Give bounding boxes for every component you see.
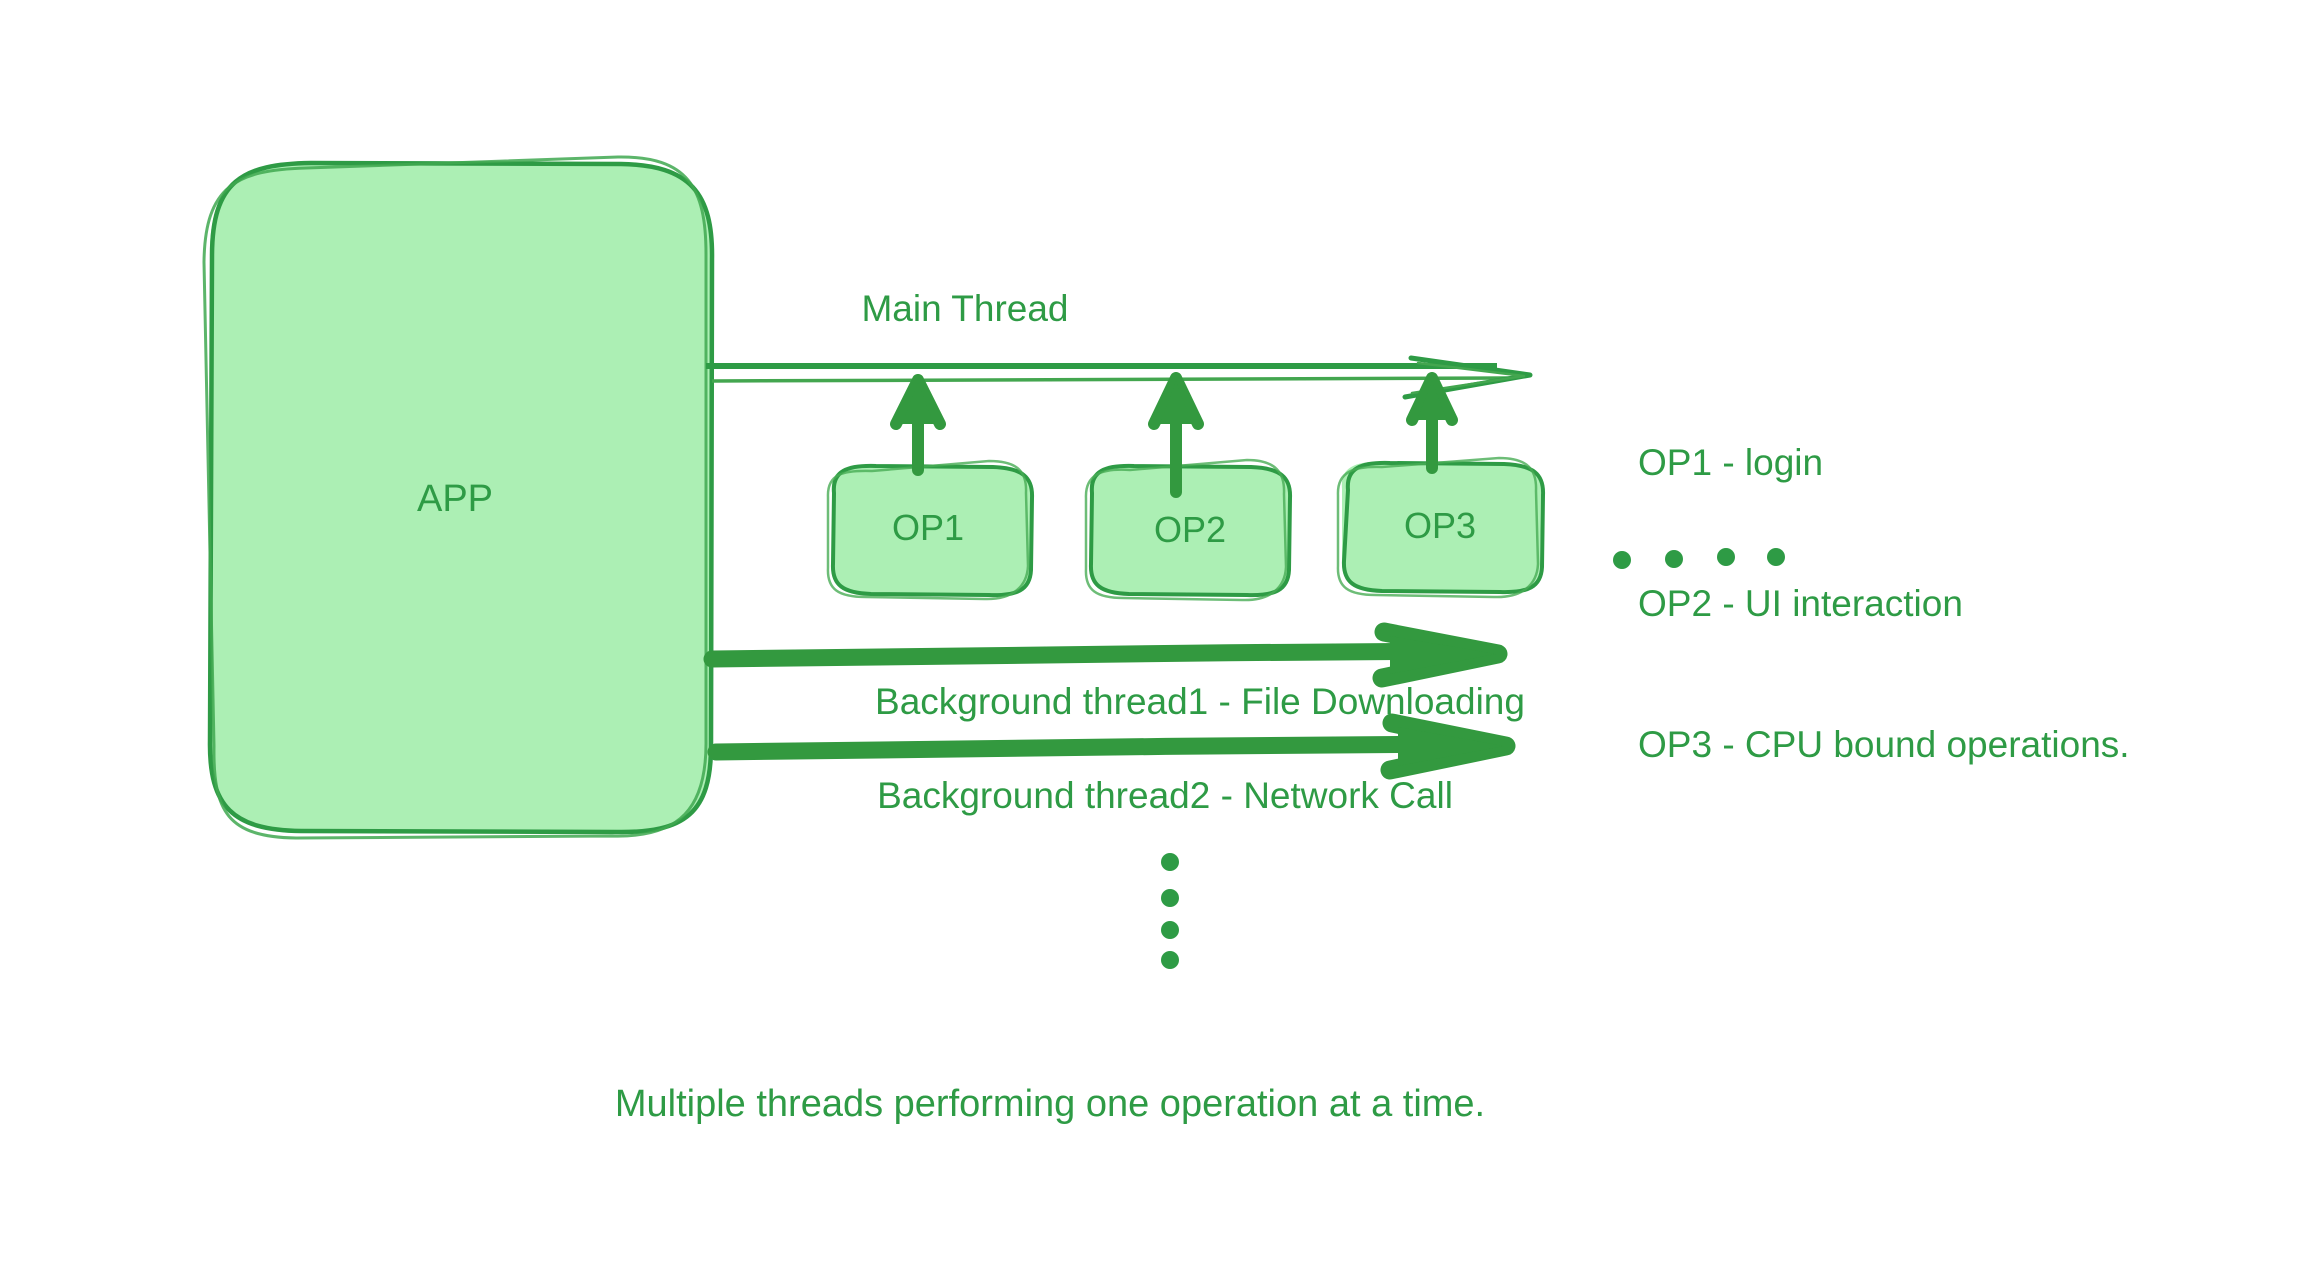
horizontal-ellipsis-dots (1613, 548, 1785, 569)
legend-line-op2: OP2 - UI interaction (1638, 583, 1963, 624)
bg1-head (1372, 622, 1508, 688)
op2-to-main-arrow (1148, 372, 1204, 498)
app-box[interactable] (202, 155, 715, 840)
op1-outline-b (826, 459, 1030, 601)
background-thread1-label: Background thread1 - File Downloading (875, 681, 1525, 722)
bg2-head-fill (1398, 727, 1504, 766)
op2-outline-b (1084, 458, 1288, 602)
op2-fill (1089, 464, 1290, 595)
op3-outline-a (1341, 460, 1546, 595)
op3-to-main-arrow (1406, 372, 1458, 474)
bg1-head-fill (1390, 636, 1496, 674)
vertical-ellipsis-dots (1161, 853, 1179, 969)
op-box-1[interactable] (826, 459, 1035, 601)
op-label-1: OP1 (891, 507, 965, 548)
op-box-2[interactable] (1084, 458, 1293, 602)
op1-to-main-arrow (890, 374, 946, 476)
app-box-outline-a (207, 160, 715, 835)
legend-line-op1: OP1 - login (1638, 442, 1824, 483)
op3-fill (1341, 461, 1542, 592)
op1-outline-a (830, 463, 1035, 598)
bg2-head (1380, 713, 1516, 780)
bg2-shaft (707, 735, 1469, 761)
bg1-shaft (703, 642, 1464, 668)
app-box-outline-b (202, 155, 708, 840)
main-thread-stroke-lower (711, 376, 1511, 383)
op-box-3[interactable] (1336, 456, 1546, 599)
background-thread1-arrow[interactable] (703, 622, 1508, 688)
legend-line-op3: OP3 - CPU bound operations. (1638, 724, 2130, 765)
op3-outline-b (1336, 456, 1540, 599)
main-thread-line[interactable] (706, 355, 1533, 400)
op1-fill (831, 464, 1032, 595)
main-thread-arrowhead (1402, 355, 1533, 400)
background-thread2-label: Background thread2 - Network Call (877, 775, 1453, 816)
main-thread-arrowhead-shadow (1410, 361, 1526, 395)
op-label-2: OP2 (1153, 509, 1227, 550)
main-thread-label: Main Thread (861, 288, 1069, 329)
op-label-3: OP3 (1403, 505, 1477, 546)
background-thread2-arrow[interactable] (707, 713, 1516, 780)
op2-outline-a (1088, 463, 1293, 598)
diagram-caption: Multiple threads performing one operatio… (614, 1083, 1486, 1125)
operations-legend: OP1 - login OP2 - UI interaction OP3 - C… (1638, 345, 2130, 862)
app-box-fill (208, 162, 712, 832)
app-box-label: APP (416, 478, 494, 520)
